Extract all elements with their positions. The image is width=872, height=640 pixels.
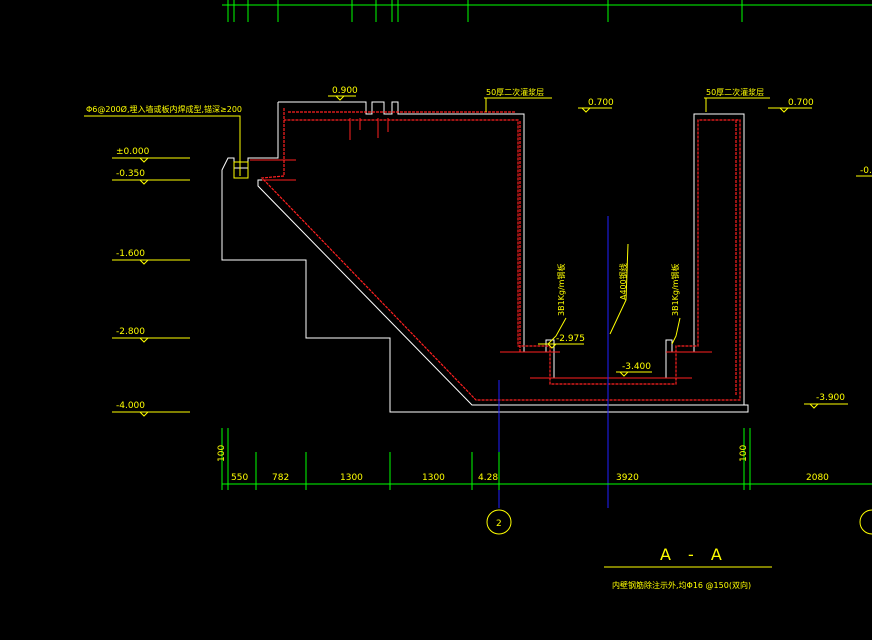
grout-note-leaders	[484, 97, 770, 112]
section-subtitle: 内壁钢筋除注示外,均Φ16 @150(双向)	[612, 580, 751, 590]
level-0700-right: 0.700	[788, 98, 814, 108]
level-minus-3400: -3.400	[622, 362, 651, 372]
rebar-ticks	[250, 118, 712, 379]
dim-small-left: 100	[217, 445, 227, 462]
axis-bubble-label: 2	[496, 519, 502, 529]
dim-550: 550	[231, 473, 248, 483]
level-minus-2975: -2.975	[556, 334, 585, 344]
level-minus-4000: -4.000	[116, 401, 145, 411]
level-minus-3900: -3.900	[816, 393, 845, 403]
bar-note-leaders	[547, 243, 681, 345]
axis-bubble	[486, 509, 512, 535]
axis-bubble-partial	[859, 509, 872, 535]
grout-note-right: 50厚二次灌浆层	[706, 87, 764, 97]
dim-782: 782	[272, 473, 289, 483]
rebar-note-leader	[84, 115, 249, 179]
outer-rebar	[260, 108, 741, 401]
level-minus-0350: -0.350	[116, 169, 145, 179]
rebar-note: Φ6@200Ø,埋入墙或板内焊成型,锚深≥200	[86, 104, 242, 114]
top-dimension-ticks	[222, 0, 872, 22]
bottom-dimension-line	[221, 428, 872, 490]
level-0000: ±0.000	[116, 147, 150, 157]
dim-small-right: 100	[739, 445, 749, 462]
level-minus-1600: -1.600	[116, 249, 145, 259]
dim-1300-a: 1300	[340, 473, 363, 483]
concrete-outline	[221, 101, 749, 413]
bar-note-right: 3B1Kg/m钢板	[670, 264, 680, 316]
level-markers	[112, 95, 872, 417]
level-0700-left: 0.700	[588, 98, 614, 108]
bar-note-left: 3B1Kg/m钢板	[556, 264, 566, 316]
top-slab-outline	[278, 101, 745, 405]
dim-3920: 3920	[616, 473, 639, 483]
level-0900: 0.900	[332, 86, 358, 96]
section-title: A - A	[660, 545, 728, 564]
bar-note-mid: A400钢线	[618, 263, 628, 300]
dim-428: 4.28	[478, 473, 498, 483]
left-wall-outline	[221, 102, 749, 413]
level-minus-2800: -2.800	[116, 327, 145, 337]
dim-2080: 2080	[806, 473, 829, 483]
dim-1300-b: 1300	[422, 473, 445, 483]
level-edge-right: -0.	[860, 166, 872, 176]
rebar-lines	[260, 108, 741, 401]
grout-note-left: 50厚二次灌浆层	[486, 87, 544, 97]
